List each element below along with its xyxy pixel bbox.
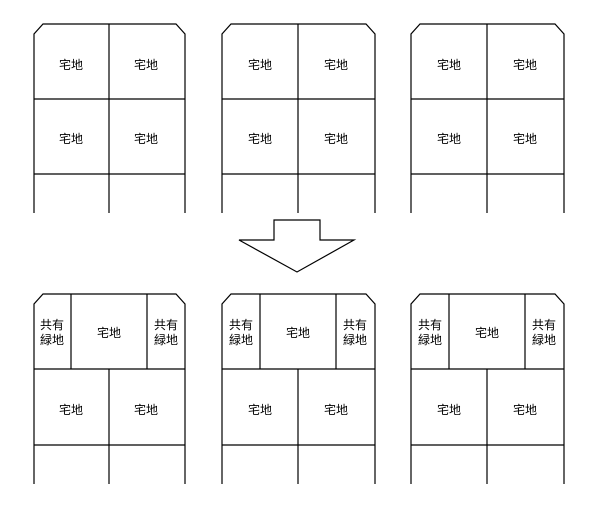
shared-green-label: 緑地: [418, 332, 442, 347]
residential-lot-label: 宅地: [134, 402, 158, 417]
residential-lot-label: 宅地: [437, 131, 461, 146]
block-outline: [410, 293, 565, 484]
shared-green-label: 緑地: [343, 332, 367, 347]
residential-lot-label: 宅地: [513, 402, 537, 417]
down-arrow-icon: [238, 219, 357, 273]
residential-lot-label: 宅地: [134, 57, 158, 72]
residential-lot-label: 宅地: [59, 57, 83, 72]
residential-lot-label: 宅地: [134, 131, 158, 146]
shared-green-label: 共有: [154, 318, 178, 332]
residential-lot-label: 宅地: [324, 131, 348, 146]
after-block-2: 共有 緑地 宅地 共有 緑地 宅地 宅地: [221, 293, 376, 484]
shared-green-label: 緑地: [40, 332, 64, 347]
before-block-2: 宅地 宅地 宅地 宅地: [221, 23, 376, 213]
residential-lot-label: 宅地: [248, 57, 272, 72]
before-block-1: 宅地 宅地 宅地 宅地: [33, 23, 186, 213]
residential-lot-label: 宅地: [248, 131, 272, 146]
shared-green-label: 共有: [229, 318, 253, 332]
shared-green-label: 共有: [418, 318, 442, 332]
block-outline: [221, 293, 376, 484]
residential-lot-label: 宅地: [513, 131, 537, 146]
residential-lot-label: 宅地: [324, 402, 348, 417]
before-block-3: 宅地 宅地 宅地 宅地: [410, 23, 565, 213]
residential-lot-label: 宅地: [248, 402, 272, 417]
residential-lot-label: 宅地: [59, 402, 83, 417]
shared-green-label: 共有: [40, 318, 64, 332]
after-block-3: 共有 緑地 宅地 共有 緑地 宅地 宅地: [410, 293, 565, 484]
shared-green-label: 共有: [343, 318, 367, 332]
after-block-1: 共有 緑地 宅地 共有 緑地 宅地 宅地: [33, 293, 186, 484]
shared-green-label: 緑地: [532, 332, 556, 347]
residential-lot-label: 宅地: [475, 325, 499, 340]
residential-lot-label: 宅地: [513, 57, 537, 72]
residential-lot-label: 宅地: [437, 402, 461, 417]
residential-lot-label: 宅地: [324, 57, 348, 72]
residential-lot-label: 宅地: [59, 131, 83, 146]
block-outline: [33, 293, 186, 484]
residential-lot-label: 宅地: [437, 57, 461, 72]
shared-green-label: 緑地: [229, 332, 253, 347]
residential-lot-label: 宅地: [97, 325, 121, 340]
shared-green-label: 共有: [532, 318, 556, 332]
shared-green-label: 緑地: [154, 332, 178, 347]
residential-lot-label: 宅地: [286, 325, 310, 340]
